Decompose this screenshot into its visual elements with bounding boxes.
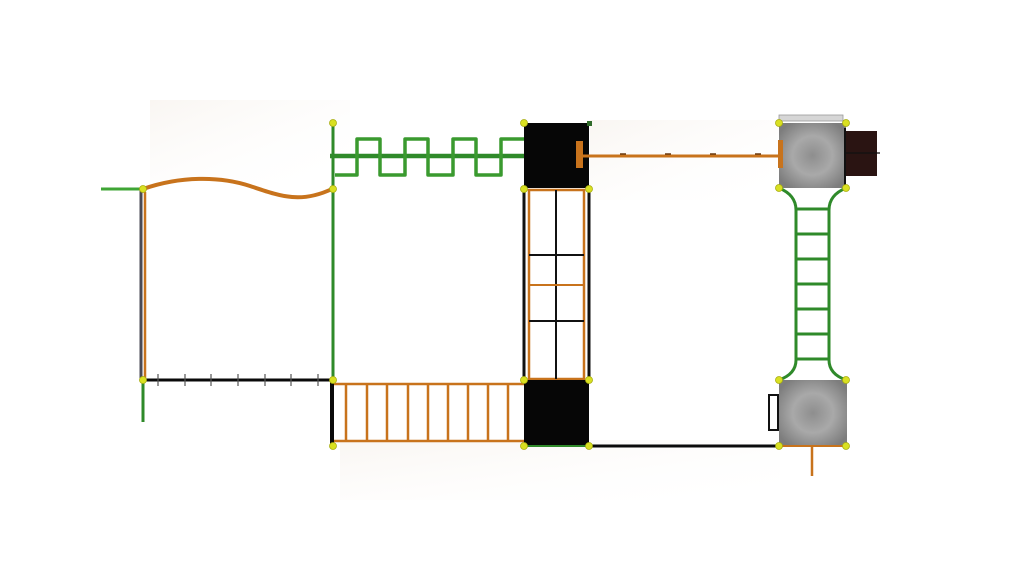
wavy-rail-section xyxy=(101,176,334,422)
climbing-grid xyxy=(522,188,591,381)
post-caps xyxy=(139,119,850,450)
gray-deck-bottom xyxy=(768,380,847,476)
bench xyxy=(844,128,880,186)
gray-deck-top xyxy=(778,114,846,188)
overhead-zigzag-ladder xyxy=(330,137,527,177)
ground-shadows xyxy=(150,100,780,500)
vertical-ladder-bridge xyxy=(778,186,847,382)
black-deck-bottom xyxy=(524,380,589,447)
wavy-rail xyxy=(141,176,334,200)
rung-ladder-bottom xyxy=(330,381,524,446)
black-deck-top xyxy=(524,123,589,188)
